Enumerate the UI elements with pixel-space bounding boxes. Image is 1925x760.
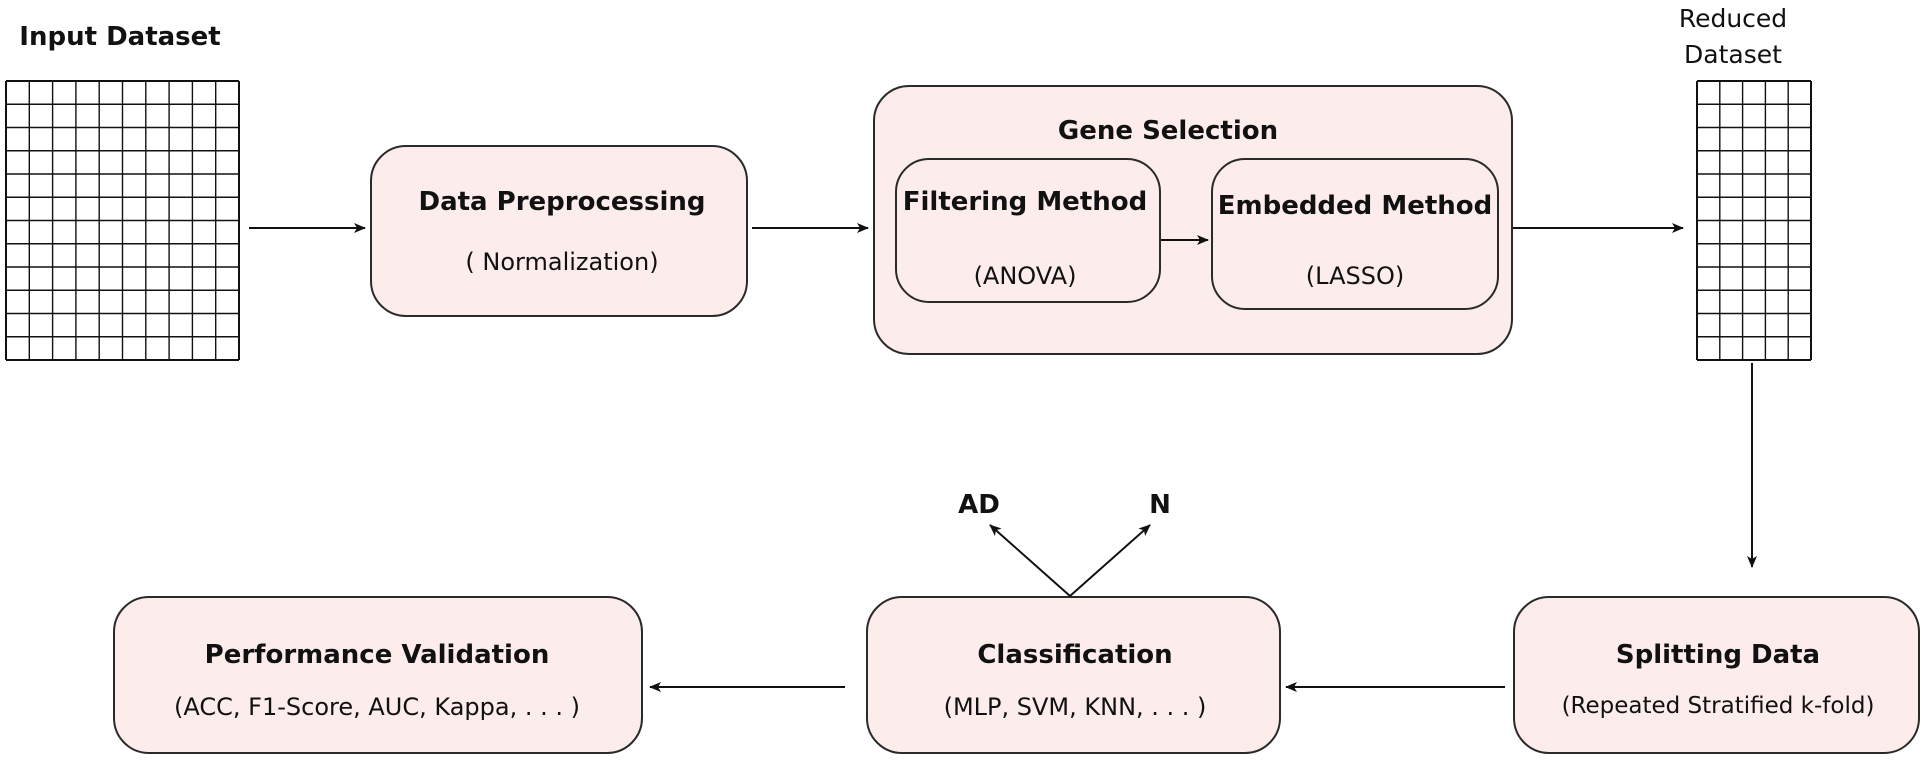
classification-box <box>866 596 1281 754</box>
data-preprocessing-box <box>370 145 748 317</box>
performance-validation-subtitle: (ACC, F1-Score, AUC, Kappa, . . . ) <box>174 693 580 721</box>
performance-validation-title: Performance Validation <box>204 640 550 670</box>
input-dataset-grid <box>5 80 240 361</box>
splitting-data-box <box>1513 596 1920 754</box>
arrow-classification-to-n <box>1069 524 1151 597</box>
splitting-data-title: Splitting Data <box>1615 640 1821 670</box>
reduced-dataset-label-line2: Dataset <box>1684 40 1782 69</box>
reduced-dataset-grid <box>1696 80 1812 361</box>
input-dataset-label: Input Dataset <box>19 22 221 52</box>
gene-selection-title: Gene Selection <box>1057 116 1279 146</box>
filtering-method-title: Filtering Method <box>902 187 1148 217</box>
splitting-data-subtitle: (Repeated Stratified k-fold) <box>1561 693 1875 719</box>
arrow-classification-to-ad <box>989 524 1071 597</box>
output-ad-label: AD <box>958 490 1000 520</box>
performance-validation-box <box>113 596 643 754</box>
classification-title: Classification <box>977 640 1173 670</box>
filtering-method-subtitle: (ANOVA) <box>973 262 1077 290</box>
data-preprocessing-subtitle: ( Normalization) <box>465 248 659 276</box>
embedded-method-title: Embedded Method <box>1217 191 1493 221</box>
reduced-dataset-label-line1: Reduced <box>1678 4 1788 33</box>
classification-subtitle: (MLP, SVM, KNN, . . . ) <box>943 693 1207 721</box>
filtering-method-box <box>895 158 1161 303</box>
data-preprocessing-title: Data Preprocessing <box>418 187 706 217</box>
output-n-label: N <box>1149 490 1171 520</box>
embedded-method-box <box>1211 158 1499 310</box>
embedded-method-subtitle: (LASSO) <box>1305 262 1405 290</box>
